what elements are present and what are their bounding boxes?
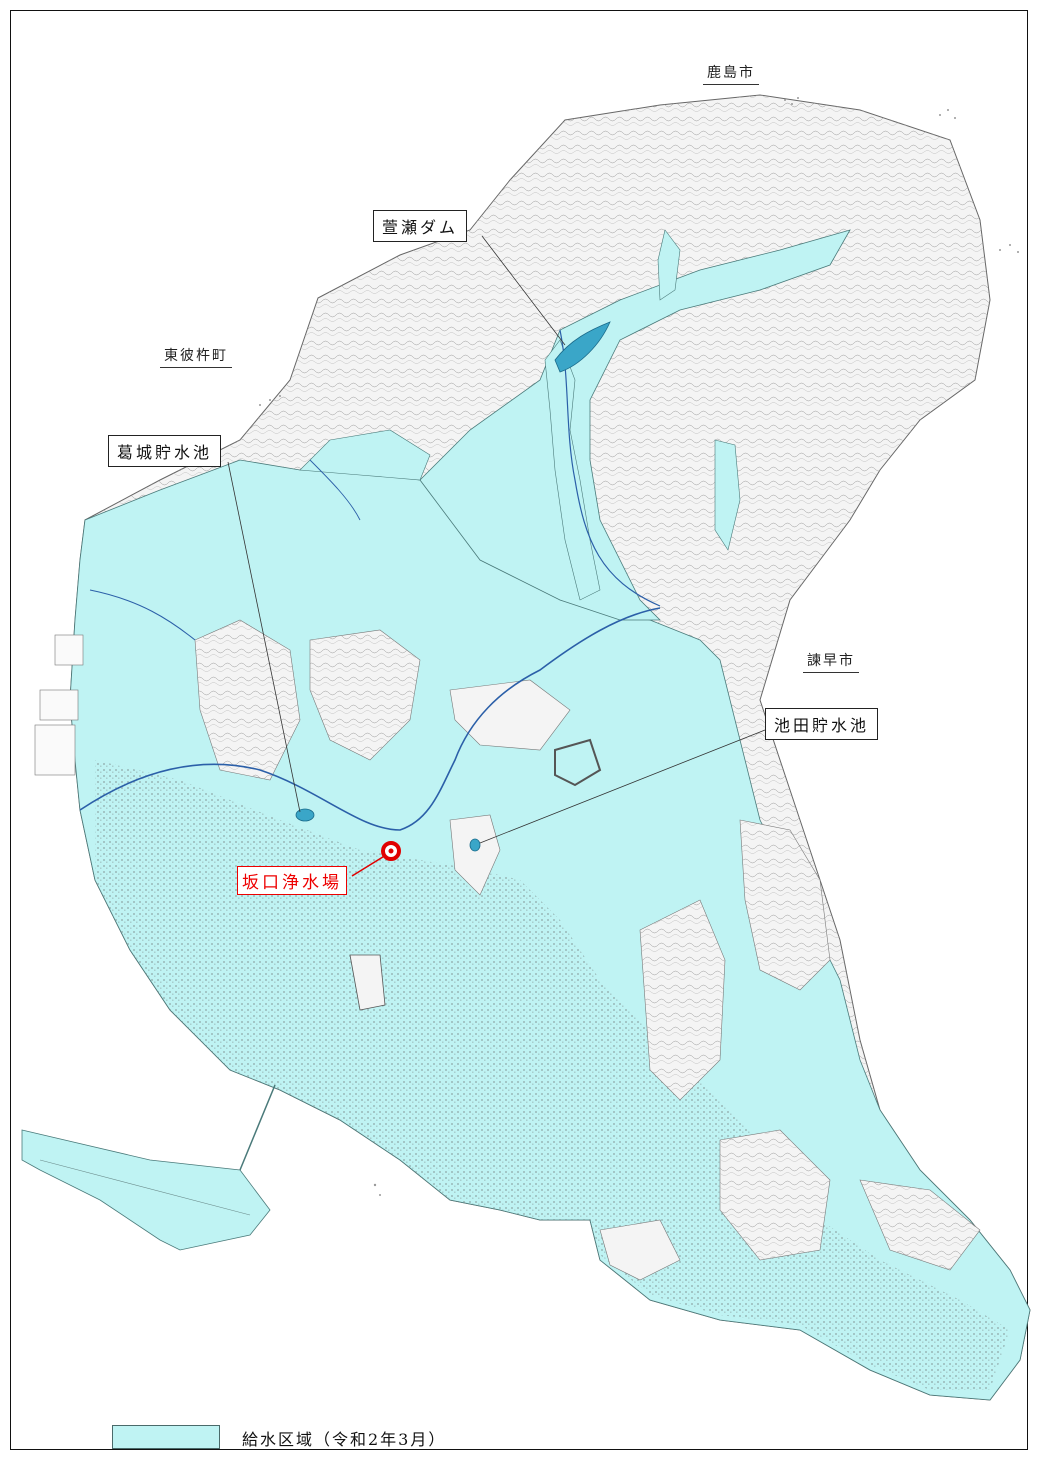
legend-swatch-supply-area [112,1425,220,1449]
callout-kazuraki-reservoir: 葛城貯水池 [108,435,222,467]
leader-ikeda [479,729,766,844]
label-isahaya: 諫早市 [803,650,859,673]
supply-area-river-valley [419,229,851,621]
legend-label-supply-area: 給水区域（令和2年3月） [242,1430,447,1449]
callout-kayase-dam: 萱瀬ダム [373,210,468,242]
airport-island [21,1129,271,1251]
callout-sakaguchi-plant: 坂口浄水場 [237,866,347,895]
leader-sakaguchi [351,854,387,877]
map-frame [10,10,1028,1450]
kazuraki-reservoir-water [295,808,315,822]
label-kashima: 鹿島市 [703,62,759,85]
main-river [79,607,661,831]
callout-ikeda-reservoir: 池田貯水池 [765,708,879,740]
leader-kayase [481,235,566,346]
label-higashisonogi: 東彼杵町 [160,345,232,368]
ikeda-reservoir-water [469,838,481,852]
leader-kazuraki [227,461,301,813]
kayase-dam-water [554,321,611,373]
